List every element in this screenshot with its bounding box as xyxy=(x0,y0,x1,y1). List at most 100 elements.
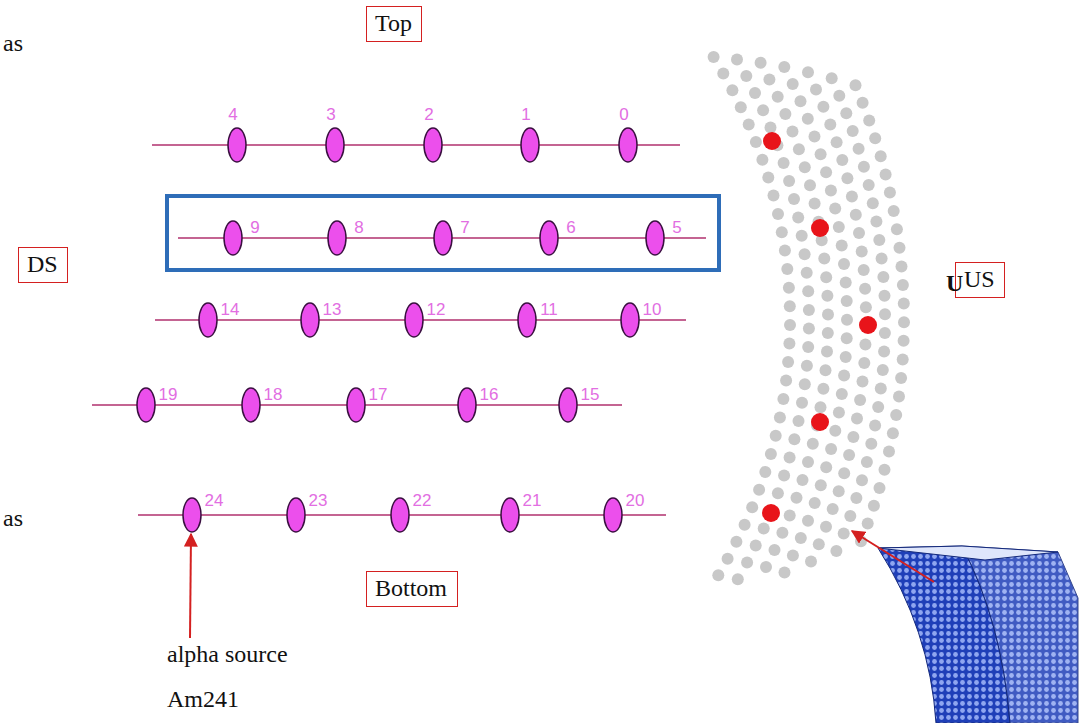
pmt-dot xyxy=(877,271,889,283)
alpha-source xyxy=(287,498,305,532)
pmt-dot xyxy=(846,190,858,202)
alpha-source xyxy=(224,221,242,255)
pmt-dot xyxy=(779,566,791,578)
pmt-dot xyxy=(833,406,845,418)
pmt-dot xyxy=(897,353,909,365)
pmt-dot xyxy=(787,126,799,138)
pmt-dot xyxy=(817,101,829,113)
pmt-dot xyxy=(820,521,832,533)
pmt-dot xyxy=(830,545,842,557)
pmt-dot xyxy=(768,190,780,202)
pmt-dot xyxy=(875,150,887,162)
pmt-dot xyxy=(857,376,869,388)
pmt-dot xyxy=(804,179,816,191)
pmt-dot xyxy=(802,285,814,297)
pmt-dot xyxy=(890,409,902,421)
callout-number: 0 xyxy=(619,105,628,125)
pmt-dot xyxy=(822,308,834,320)
pmt-dot xyxy=(863,115,875,127)
pmt-dot xyxy=(802,113,814,125)
pmt-dot xyxy=(891,223,903,235)
pmt-dot xyxy=(838,528,850,540)
alpha-source xyxy=(521,128,539,162)
pmt-dot xyxy=(826,72,838,84)
pmt-dot xyxy=(840,277,852,289)
pmt-dot xyxy=(779,108,791,120)
pmt-dot xyxy=(757,104,769,116)
pmt-dot xyxy=(769,544,781,556)
pmt-dot xyxy=(879,290,891,302)
alpha-source xyxy=(604,498,622,532)
pmt-dot xyxy=(750,136,762,148)
pmt-dot xyxy=(829,203,841,215)
pmt-dot xyxy=(850,209,862,221)
callout-number: 19 xyxy=(159,385,178,405)
pmt-dot xyxy=(815,479,827,491)
pmt-dot xyxy=(853,227,865,239)
pmt-dot xyxy=(780,375,792,387)
pmt-dot xyxy=(876,253,888,265)
pmt-dot xyxy=(859,283,871,295)
alpha-source xyxy=(391,498,409,532)
callout-number: 7 xyxy=(460,218,469,238)
pmt-dot xyxy=(858,264,870,276)
pmt-dot xyxy=(759,466,771,478)
pmt-dot xyxy=(838,258,850,270)
pmt-dot xyxy=(730,536,742,548)
highlight-frame xyxy=(167,196,719,270)
pmt-dot xyxy=(793,143,805,155)
callout-number: 13 xyxy=(323,300,342,320)
annotation-label: U xyxy=(946,270,963,297)
pmt-dot xyxy=(741,557,753,569)
pmt-dot xyxy=(795,95,807,107)
pmt-dot xyxy=(877,364,889,376)
pmt-array xyxy=(708,51,910,585)
callout-number: 9 xyxy=(250,218,259,238)
pmt-dot xyxy=(783,282,795,294)
pmt-dot xyxy=(851,413,863,425)
alpha-source xyxy=(559,388,577,422)
alpha-source xyxy=(540,221,558,255)
alpha-source xyxy=(183,498,201,532)
pmt-dot xyxy=(781,263,793,275)
pmt-dot xyxy=(824,118,836,130)
pmt-dot xyxy=(861,456,873,468)
pmt-dot xyxy=(762,172,774,184)
alpha-source xyxy=(347,388,365,422)
pmt-dot xyxy=(778,61,790,73)
pmt-dot xyxy=(821,346,833,358)
leader-arrow xyxy=(852,531,934,582)
pmt-dot xyxy=(822,327,834,339)
annotation-label: as xyxy=(3,505,23,532)
pmt-dot xyxy=(875,383,887,395)
pmt-dot xyxy=(859,339,871,351)
pmt-dot xyxy=(874,482,886,494)
callout-number: 12 xyxy=(427,300,446,320)
pmt-dot xyxy=(867,197,879,209)
callout-number: 22 xyxy=(413,491,432,511)
label-box: DS xyxy=(18,247,68,283)
pmt-dot xyxy=(879,464,891,476)
pmt-dot xyxy=(809,497,821,509)
callout-number: 23 xyxy=(309,491,328,511)
pmt-dot xyxy=(843,449,855,461)
pmt-dot xyxy=(863,179,875,191)
pmt-dot xyxy=(732,573,744,585)
alpha-source xyxy=(434,221,452,255)
pmt-dot xyxy=(756,154,768,166)
alpha-source xyxy=(137,388,155,422)
pmt-dot xyxy=(887,427,899,439)
pmt-dot xyxy=(856,474,868,486)
alpha-source xyxy=(405,303,423,337)
pmt-dot xyxy=(850,492,862,504)
box-text: DS xyxy=(27,251,59,278)
pmt-dot xyxy=(712,569,724,581)
pmt-dot xyxy=(801,360,813,372)
alpha-source xyxy=(424,128,442,162)
pmt-dot xyxy=(802,456,814,468)
pmt-dot xyxy=(895,372,907,384)
pmt-dot xyxy=(847,431,859,443)
pmt-dot xyxy=(820,364,832,376)
pmt-dot xyxy=(836,388,848,400)
pmt-dot xyxy=(774,412,786,424)
